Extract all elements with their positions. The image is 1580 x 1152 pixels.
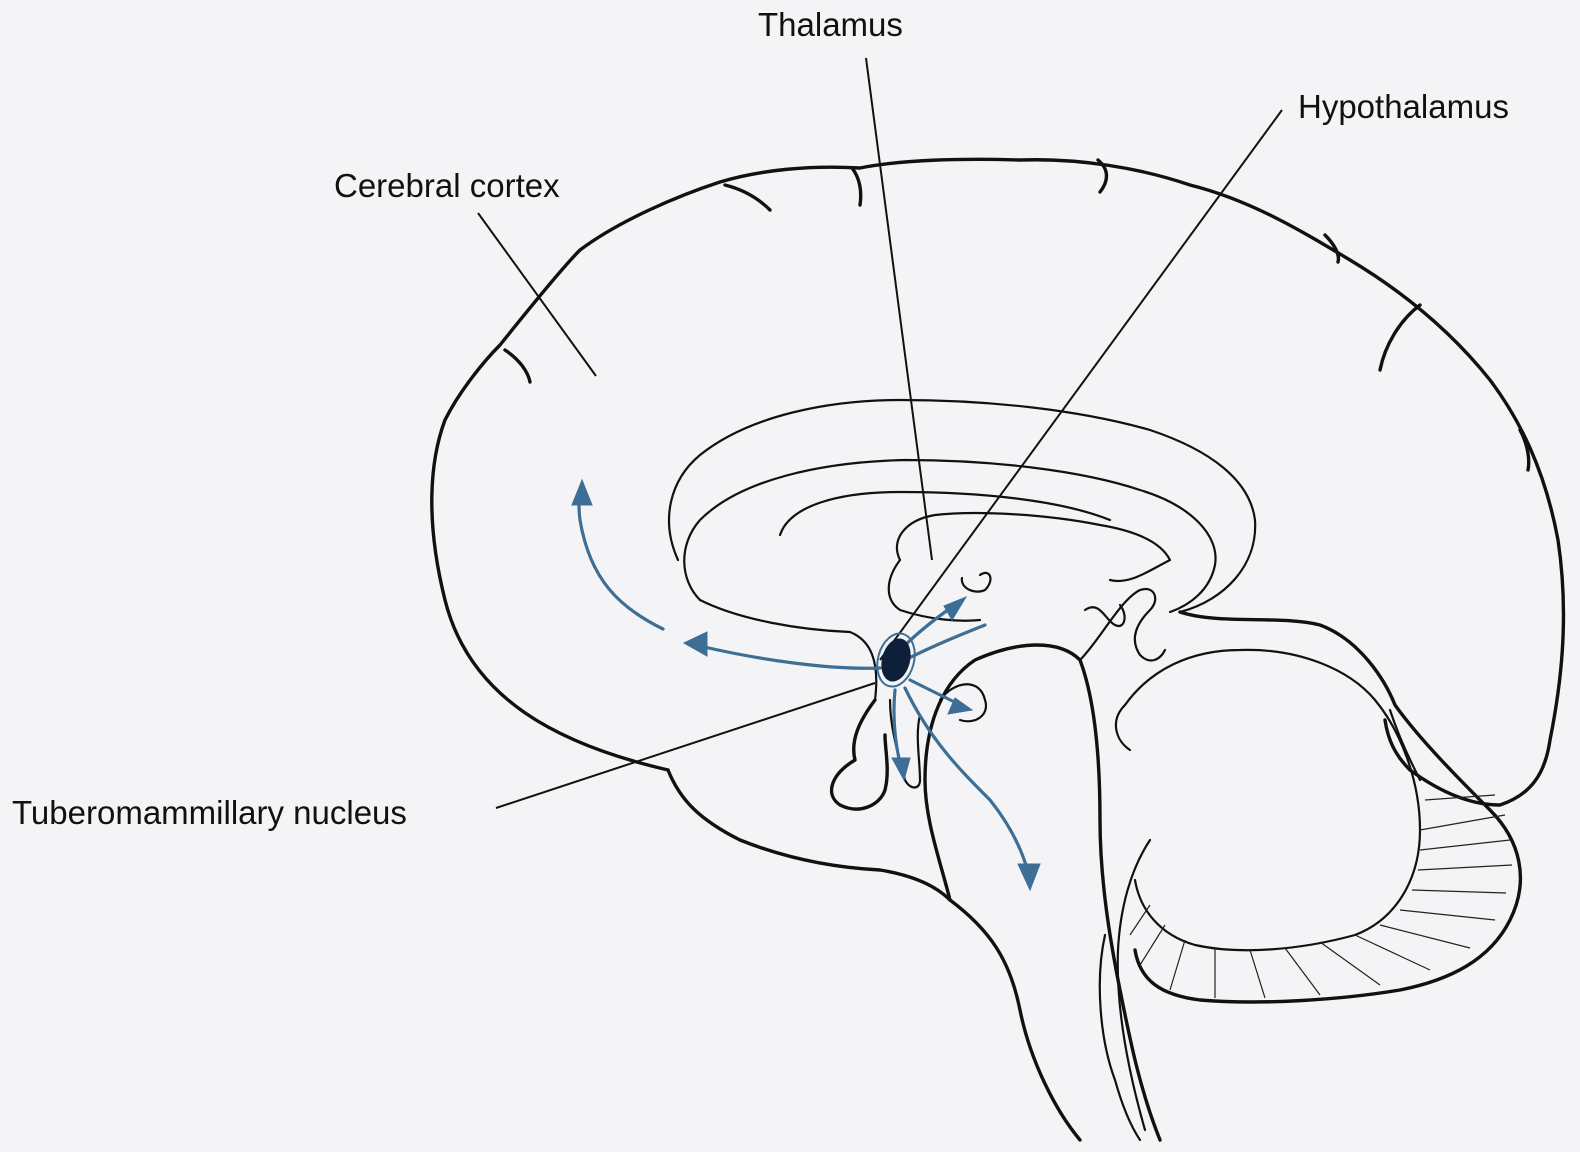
projection-forward (905, 625, 985, 660)
sulcus-7 (505, 350, 530, 382)
hypothalamus-shape (832, 700, 888, 809)
cerebellum-inner (1125, 650, 1420, 950)
sulcus-1 (725, 185, 770, 210)
projection-cortex-near (700, 646, 880, 668)
sulcus-6 (1520, 430, 1529, 470)
leader-tmn (496, 683, 875, 808)
thalamus-label: Thalamus (758, 8, 903, 41)
hypothalamus-label: Hypothalamus (1298, 90, 1509, 123)
tuberomammillary-nucleus-label: Tuberomammillary nucleus (12, 796, 407, 829)
projection-cortex-far (579, 485, 663, 629)
medulla-line-2 (1118, 840, 1150, 1130)
leader-thalamus (866, 58, 932, 560)
arrowhead-thalamus (944, 597, 966, 620)
cerebellar-folia (1130, 795, 1512, 998)
corpus-callosum-inner (684, 460, 1215, 612)
sulcus-4 (1380, 305, 1420, 370)
leader-hypothalamus (880, 110, 1282, 660)
fornix (700, 600, 876, 700)
arrowhead-brainstem (1018, 864, 1040, 890)
cerebrum-outline (432, 159, 1564, 805)
arrowhead-cortex-near (684, 632, 707, 656)
cerebellum-arbor (1116, 705, 1420, 780)
arrowhead-pituitary (892, 758, 910, 780)
medulla-line-1 (1100, 935, 1140, 1140)
brainstem-back (950, 900, 1080, 1140)
temporal-lobe-outline (668, 770, 950, 900)
arrowhead-cortex-far (572, 480, 592, 505)
thalamus-shape (889, 513, 1170, 621)
cerebral-cortex-label: Cerebral cortex (334, 169, 560, 202)
sulcus-2 (852, 168, 861, 205)
